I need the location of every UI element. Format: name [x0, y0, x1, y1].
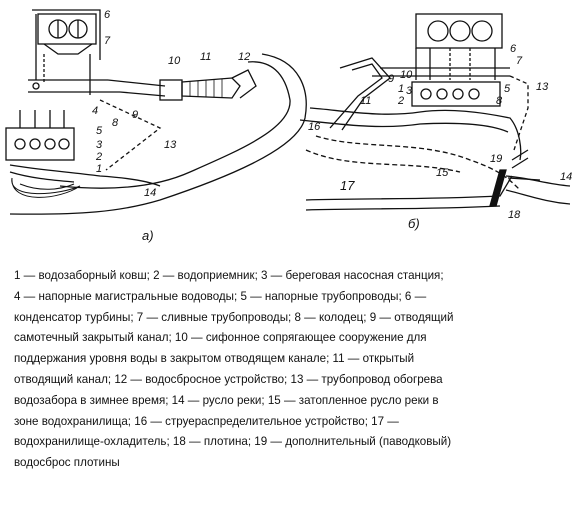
label-b-7: 7: [516, 55, 523, 67]
turbine-condenser-block-a: [37, 13, 97, 45]
river-b: [505, 175, 571, 187]
open-channel-b: [339, 57, 391, 131]
label-b-6: 6: [510, 43, 517, 55]
legend-line: отводящий канал; 12 — водосбросное устро…: [14, 372, 443, 386]
panel-b-labels: 1 2 3 5 6 7 9 10 11 13 14 15 16 17 18 19…: [308, 43, 572, 231]
legend-line: поддержания уровня воды в закрытом отвод…: [14, 352, 415, 366]
panel-b-drawing: [299, 13, 571, 211]
label-a-6: 6: [104, 9, 111, 21]
label-a-8: 8: [112, 117, 119, 129]
label-b-3: 3: [406, 85, 413, 97]
label-b-17: 17: [340, 178, 355, 193]
siphon-structure-a: [159, 79, 183, 101]
label-a-3: 3: [96, 139, 103, 151]
label-b-10: 10: [400, 69, 413, 81]
label-b-1: 1: [398, 83, 404, 95]
intake-ladle-a: [9, 164, 161, 187]
label-b-15: 15: [436, 167, 449, 179]
label-b-19: 19: [490, 153, 502, 165]
label-a-14: 14: [144, 187, 156, 199]
panel-b-label: б): [408, 216, 420, 231]
river-bank-upper-a: [59, 61, 291, 189]
label-b-18: 18: [508, 209, 521, 221]
legend-line: зоне водохранилища; 16 — струераспредели…: [14, 414, 399, 428]
legend-line: самотечный закрытый канал; 10 — сифонное…: [14, 331, 427, 345]
open-discharge-channel-a: [181, 77, 241, 99]
reservoir-bank-b: [299, 119, 509, 133]
reservoir-bank-upper-b: [309, 107, 522, 161]
panel-a-labels: 1 2 3 4 5 6 7 8 9 10 11 12 13 14 а): [92, 9, 250, 243]
legend-line: 1 — водозаборный ковш; 2 — водоприемник;…: [14, 269, 444, 282]
label-b-9: 9: [388, 73, 394, 85]
figure-legend: 1 — водозаборный ковш; 2 — водоприемник;…: [14, 266, 570, 474]
label-b-14: 14: [560, 171, 572, 183]
label-a-5: 5: [96, 125, 103, 137]
label-a-11: 11: [200, 51, 211, 63]
label-b-2: 2: [397, 95, 404, 107]
label-a-10: 10: [168, 55, 181, 67]
label-a-7: 7: [104, 35, 111, 47]
label-b-5: 5: [504, 83, 511, 95]
label-a-4: 4: [92, 105, 98, 117]
cooling-water-scheme-figure: 1 2 3 4 5 6 7 8 9 10 11 12 13 14 а) 1 2 …: [5, 9, 572, 243]
label-a-1: 1: [96, 163, 102, 175]
label-b-8: 8: [496, 95, 503, 107]
label-b-16: 16: [308, 121, 321, 133]
dam-b: [489, 169, 507, 207]
turbine-condenser-block-b: [415, 13, 503, 49]
label-b-13: 13: [536, 81, 549, 93]
label-b-11: 11: [360, 95, 371, 107]
legend-line: водохранилище-охладитель; 18 — плотина; …: [14, 435, 452, 449]
legend-line: конденсатор турбины; 7 — сливные трубопр…: [14, 310, 454, 324]
heating-pipeline-b: [509, 75, 529, 151]
cooling-reservoir-b: [305, 175, 513, 201]
legend-line: 4 — напорные магистральные водоводы; 5 —…: [14, 289, 427, 303]
heating-pipeline-a: [99, 99, 162, 171]
label-a-9: 9: [132, 109, 138, 121]
legend-line: водосброс плотины: [14, 456, 120, 470]
pump-station-b: [411, 81, 501, 107]
label-a-12: 12: [238, 51, 250, 63]
label-a-13: 13: [164, 139, 177, 151]
submerged-riverbed-b: [315, 135, 521, 191]
pump-station-a: [5, 127, 75, 161]
legend-line: водозабора в зимнее время; 14 — русло ре…: [14, 393, 439, 407]
river-bank-lower-a: [9, 53, 307, 215]
label-a-2: 2: [95, 151, 102, 163]
panel-a-drawing: [5, 9, 307, 215]
panel-a-label: а): [142, 228, 154, 243]
